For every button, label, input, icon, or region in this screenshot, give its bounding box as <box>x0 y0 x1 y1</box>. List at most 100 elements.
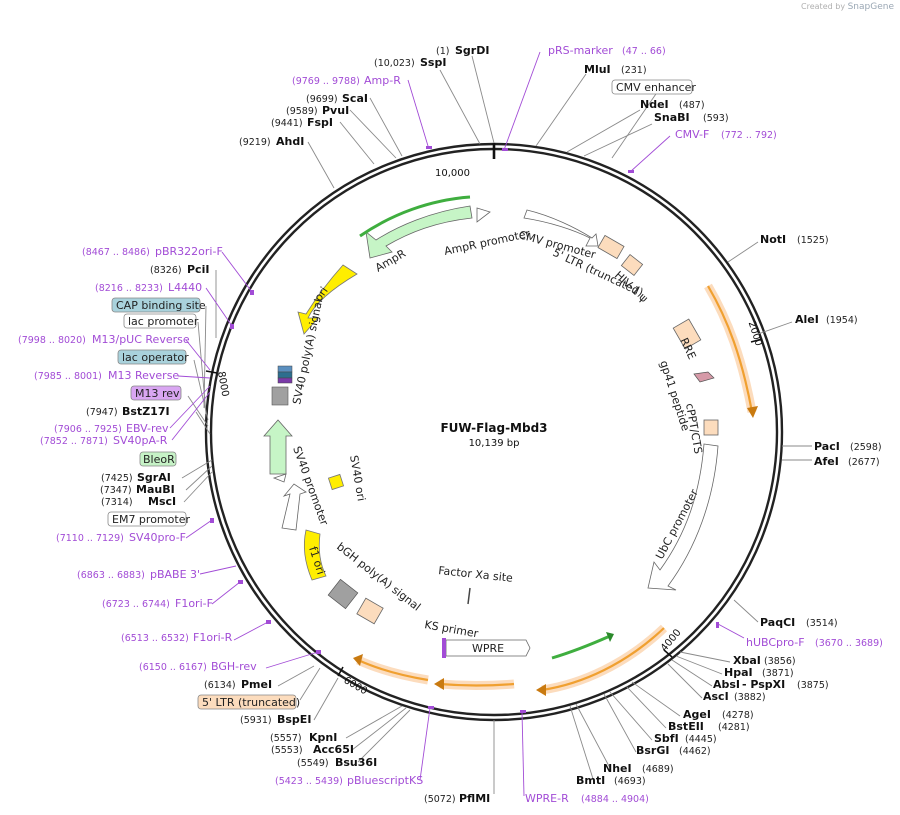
primer-name-m13puc-reverse: M13/pUC Reverse <box>92 333 190 346</box>
enzyme-name-asci: AscI <box>703 690 729 703</box>
enzyme-name-paci: PacI <box>814 440 840 453</box>
sv40-ori-label: SV40 ori <box>347 454 368 502</box>
enzyme-pos-alei: (1954) <box>826 315 858 326</box>
enzyme-name-mlui: MluI <box>584 63 611 76</box>
sv40-polya-box <box>271 386 289 406</box>
orange-track-1-bg <box>704 283 757 413</box>
rre-box <box>672 318 702 350</box>
primer-name-hubcpro-f: hUBCpro-F <box>746 636 805 649</box>
primer-name-bgh-rev: BGH-rev <box>211 660 257 673</box>
primer-range-bgh-rev: (6150 .. 6167) <box>139 662 207 673</box>
enzyme-pos-xbai: (3856) <box>764 656 796 667</box>
cmv-enhancer-box <box>611 79 693 95</box>
enzyme-name-alei: AleI <box>795 313 819 326</box>
enzyme-pos-bsteii: (4281) <box>718 722 750 733</box>
primer-labels: pRS-marker (47 .. 66) CMV-F (772 .. 792)… <box>18 44 883 805</box>
enzyme-name-pcii: PciI <box>187 263 209 276</box>
enzyme-pos-sgrdi: (1) <box>436 46 449 57</box>
sv40-ori-box <box>327 473 345 491</box>
primer-name-f1ori-r: F1ori-R <box>193 631 233 644</box>
orange-track-4 <box>357 658 429 682</box>
enzyme-pos-msci: (7314) <box>101 497 133 508</box>
enzyme-name-ahdi: AhdI <box>276 135 304 148</box>
enzyme-pos-asci: (3882) <box>734 692 766 703</box>
primer-name-pbabe3: pBABE 3' <box>150 568 200 581</box>
enzyme-pos-snabi: (593) <box>703 113 729 124</box>
ltr-truncated-label: 5' LTR (truncated) <box>202 696 300 709</box>
enzyme-name-sspi: SspI <box>420 56 446 69</box>
primer-name-wpre-r: WPRE-R <box>525 792 569 805</box>
ltr-trunc-box <box>597 234 625 260</box>
enzyme-pos-paci: (2598) <box>850 442 882 453</box>
primer-name-sv40pa-r: SV40pA-R <box>113 434 168 447</box>
enzyme-name-kpni: KpnI <box>309 731 337 744</box>
cppt-box <box>703 419 719 436</box>
primer-range-pbabe3: (6863 .. 6883) <box>77 570 145 581</box>
orange-track-2-head <box>536 684 546 696</box>
cap-binding-site-box <box>111 297 201 313</box>
bleor-label: BleoR <box>143 453 175 466</box>
enzyme-pos-afei: (2677) <box>848 457 880 468</box>
enzyme-name-pmei: PmeI <box>241 678 272 691</box>
enzyme-pos-ahdi: (9219) <box>239 137 271 148</box>
wpre-label: WPRE <box>472 642 504 655</box>
enzyme-name-msci: MscI <box>148 495 176 508</box>
primer-name-pbr322ori-f: pBR322ori-F <box>155 245 223 258</box>
ks-primer-label: KS primer <box>423 618 479 640</box>
primer-name-l4440: L4440 <box>168 281 202 294</box>
ltr-trunc-bottom-box <box>356 597 384 625</box>
lac-operator-box <box>277 371 293 379</box>
credit-prefix: Created by <box>801 2 846 11</box>
enzyme-name-bspei: BspEI <box>277 713 311 726</box>
enzyme-pos-noti: (1525) <box>797 235 829 246</box>
enzyme-name-bstz17i: BstZ17I <box>122 405 170 418</box>
primer-range-cmv-f: (772 .. 792) <box>721 130 777 141</box>
orange-track-1-head <box>747 406 758 418</box>
orange-track-4-head <box>353 654 363 666</box>
m13-rev-label: M13 rev <box>135 387 180 400</box>
enzyme-pos-fspi: (9441) <box>271 118 303 129</box>
enzyme-pos-bmti: (4693) <box>614 776 646 787</box>
enzyme-name-absi: AbsI <box>713 678 740 691</box>
ampr-promoter-arrow <box>476 207 491 223</box>
enzyme-name-pvui: PvuI <box>322 104 349 117</box>
enzyme-name-ndei: NdeI <box>640 98 669 111</box>
orange-track-2-bg <box>541 624 668 695</box>
enzyme-name-maubi: MauBI <box>136 483 175 496</box>
hiv-psi-box <box>620 253 644 277</box>
primer-markers <box>210 146 719 713</box>
primer-range-amp-r: (9769 .. 9788) <box>292 76 360 87</box>
cap-binding-site-label: CAP binding site <box>116 299 206 312</box>
primer-range-f1ori-r: (6513 .. 6532) <box>121 633 189 644</box>
ampr-green-line <box>359 195 471 238</box>
enzyme-name-fspi: FspI <box>307 116 333 129</box>
em7-promoter-label-box <box>107 511 187 527</box>
primer-range-hubcpro-f: (3670 .. 3689) <box>815 638 883 649</box>
enzyme-name-scai: ScaI <box>342 92 368 105</box>
primer-range-pbluescriptks: (5423 .. 5439) <box>275 776 343 787</box>
primer-range-l4440: (8216 .. 8233) <box>95 283 163 294</box>
green-track-wpre <box>551 634 611 660</box>
enzyme-name-noti: NotI <box>760 233 786 246</box>
primer-name-sv40pro-f: SV40pro-F <box>129 531 186 544</box>
primer-range-m13puc-reverse: (7998 .. 8020) <box>18 335 86 346</box>
cap-binding-box <box>277 365 293 373</box>
lac-promoter-box <box>123 313 197 329</box>
lac-operator-label: lac operator <box>122 351 189 364</box>
enzyme-pos-agei: (4278) <box>722 710 754 721</box>
tick-label-8000: 8000 <box>215 371 230 398</box>
cmv-promoter-arrow <box>523 209 599 247</box>
enzyme-pos-acc65i: (5553) <box>271 745 303 756</box>
primer-name-amp-r: Amp-R <box>364 74 401 87</box>
primer-name-ebv-rev: EBV-rev <box>126 422 169 435</box>
primer-name-prs-marker: pRS-marker <box>548 44 613 57</box>
enzyme-name-acc65i: Acc65I <box>313 743 354 756</box>
enzyme-pos-pmei: (6134) <box>204 680 236 691</box>
ori-arrow <box>297 264 358 335</box>
lac-promoter-label: lac promoter <box>128 315 199 328</box>
enzyme-name-xbai: XbaI <box>733 654 761 667</box>
primer-range-prs-marker: (47 .. 66) <box>622 46 666 57</box>
bleor-label-box <box>139 451 177 467</box>
cmv-enhancer-label: CMV enhancer <box>616 81 696 94</box>
